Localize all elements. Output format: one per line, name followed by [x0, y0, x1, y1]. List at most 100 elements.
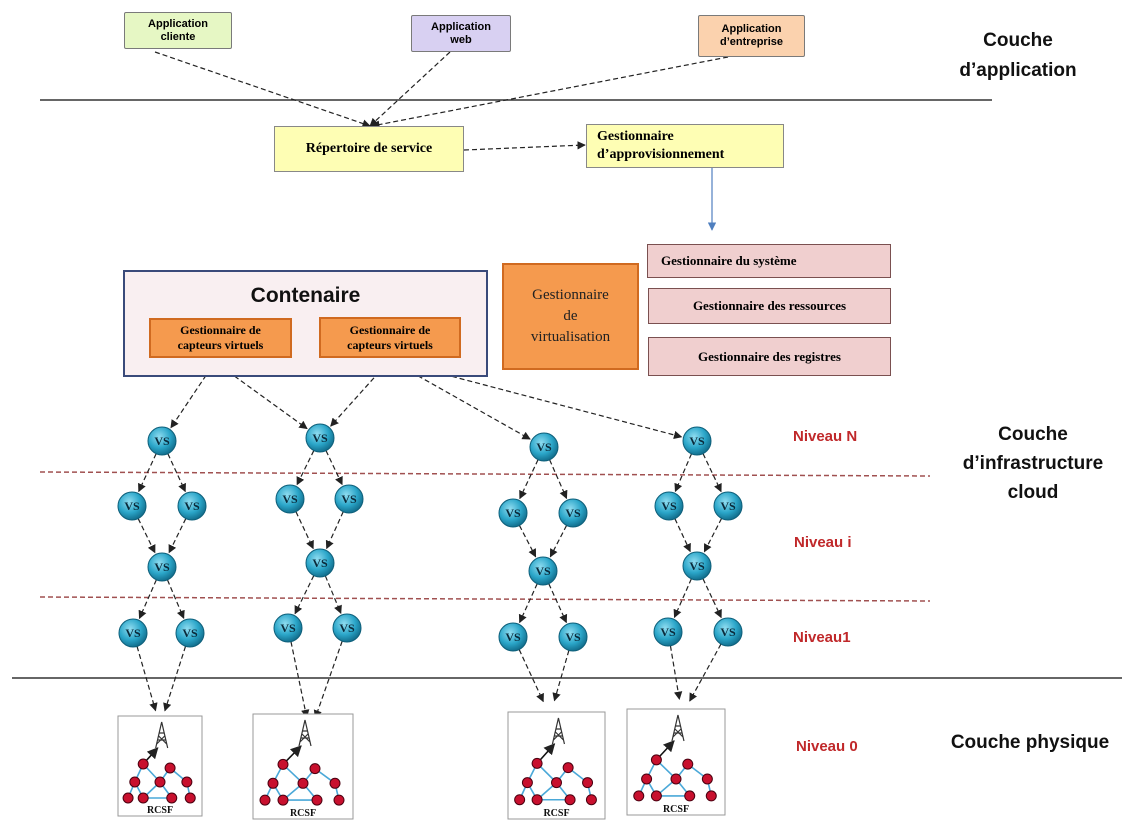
- sensor-node: [333, 794, 345, 806]
- sensor-link: [137, 518, 156, 554]
- sensor-link: [168, 518, 187, 554]
- vs-label: VS: [505, 630, 521, 644]
- vs-label: VS: [689, 559, 705, 573]
- sensor-node: [701, 773, 713, 785]
- sensor-node: [309, 763, 321, 775]
- virtual-sensor-manager-2: Gestionnaire de capteurs virtuels: [319, 317, 461, 358]
- sensor-node: [682, 758, 694, 770]
- sensor-node: [531, 794, 543, 806]
- sensor-node: [641, 773, 653, 785]
- sensor-link: [689, 643, 722, 702]
- sensor-node: [585, 794, 597, 806]
- sensor-link: [290, 641, 310, 719]
- virtual-sensor-node: VS: [653, 617, 683, 647]
- sensor-node: [259, 794, 271, 806]
- sensor-link: [330, 359, 391, 427]
- vs-label: VS: [720, 499, 736, 513]
- sensor-node: [184, 792, 196, 804]
- sensor-link: [702, 578, 722, 619]
- sensor-node: [564, 794, 576, 806]
- sensor-link: [163, 646, 187, 712]
- sensor-link: [673, 578, 692, 619]
- system-manager-box: Gestionnaire du système: [647, 244, 891, 278]
- sensor-node: [181, 776, 193, 788]
- sensor-link: [518, 583, 538, 624]
- service-directory-box: Répertoire de service: [274, 126, 464, 172]
- vs-label: VS: [184, 499, 200, 513]
- vs-label: VS: [154, 434, 170, 448]
- sensor-node: [329, 777, 341, 789]
- vs-label: VS: [339, 621, 355, 635]
- rcsf-network: RCSF: [252, 713, 354, 820]
- rcsf-label: RCSF: [147, 805, 173, 816]
- sensor-link: [674, 518, 691, 553]
- sensor-link: [325, 511, 344, 550]
- enterprise-application-label: Application d’entreprise: [720, 23, 783, 48]
- sensor-link: [324, 575, 342, 614]
- vs-label: VS: [282, 492, 298, 506]
- rcsf-label: RCSF: [543, 808, 569, 819]
- sensor-node: [582, 777, 594, 789]
- sensor-link: [549, 459, 568, 500]
- virtual-sensor-node: VS: [305, 548, 335, 578]
- sensor-link: [703, 518, 723, 553]
- virtual-sensor-node: VS: [498, 498, 528, 528]
- antenna-icon: [155, 721, 169, 749]
- virtual-sensor-node: VS: [305, 423, 335, 453]
- sensor-node: [267, 777, 279, 789]
- rcsf-label: RCSF: [290, 808, 316, 819]
- sensor-node: [521, 777, 533, 789]
- rcsf-label: RCSF: [663, 804, 689, 815]
- vs-label: VS: [341, 492, 357, 506]
- virtual-sensor-node: VS: [713, 617, 743, 647]
- sensor-link: [669, 645, 683, 701]
- sensor-link: [518, 649, 544, 703]
- sensor-link: [552, 650, 570, 702]
- sensor-node: [277, 794, 289, 806]
- virtual-sensor-node: VS: [528, 556, 558, 586]
- sensor-node: [562, 762, 574, 774]
- virtual-sensor-node: VS: [117, 491, 147, 521]
- sensor-node: [311, 794, 323, 806]
- container-title: Contenaire: [250, 284, 361, 307]
- level-i-label: Niveau i: [794, 534, 852, 551]
- sensor-link: [674, 453, 693, 493]
- sensor-node: [684, 790, 696, 802]
- vs-label: VS: [312, 431, 328, 445]
- vs-label: VS: [124, 499, 140, 513]
- sensor-node: [277, 758, 289, 770]
- virtual-sensor-node: VS: [332, 613, 362, 643]
- sensor-link: [167, 453, 186, 493]
- physical-layer-label: Couche physique: [950, 732, 1110, 753]
- rcsf-network: RCSF: [117, 715, 203, 817]
- sensor-link: [296, 450, 315, 486]
- registry-manager-label: Gestionnaire des registres: [698, 348, 841, 364]
- vs-label: VS: [312, 556, 328, 570]
- sensor-link: [549, 525, 568, 558]
- sensor-link: [702, 453, 722, 493]
- resource-manager-box: Gestionnaire des ressources: [648, 288, 891, 324]
- infrastructure-layer-label: Couche d’infrastructure cloud: [962, 424, 1104, 503]
- virtualization-manager-label: Gestionnaire de virtualisation: [530, 287, 611, 345]
- resource-manager-label: Gestionnaire des ressources: [692, 298, 847, 313]
- virtual-sensor-node: VS: [654, 491, 684, 521]
- sensor-link: [295, 511, 314, 550]
- system-manager-label: Gestionnaire du système: [661, 253, 797, 268]
- sensor-node: [137, 758, 149, 770]
- sensor-link: [294, 575, 315, 615]
- sensor-node: [705, 790, 717, 802]
- virtual-sensor-node: VS: [118, 618, 148, 648]
- vs-label: VS: [535, 564, 551, 578]
- antenna-icon: [298, 719, 312, 747]
- virtual-sensor-node: VS: [273, 613, 303, 643]
- sensor-node: [650, 790, 662, 802]
- rcsf-network: RCSF: [626, 708, 726, 816]
- vs-label: VS: [182, 626, 198, 640]
- sensor-node: [122, 792, 134, 804]
- client-application-label: Application cliente: [148, 17, 208, 43]
- registry-manager-box: Gestionnaire des registres: [648, 337, 891, 376]
- level-n-label: Niveau N: [793, 428, 858, 445]
- enterprise-application-box: Application d’entreprise: [698, 15, 805, 57]
- level-separator-top: [39, 471, 931, 477]
- sensor-link: [136, 646, 158, 712]
